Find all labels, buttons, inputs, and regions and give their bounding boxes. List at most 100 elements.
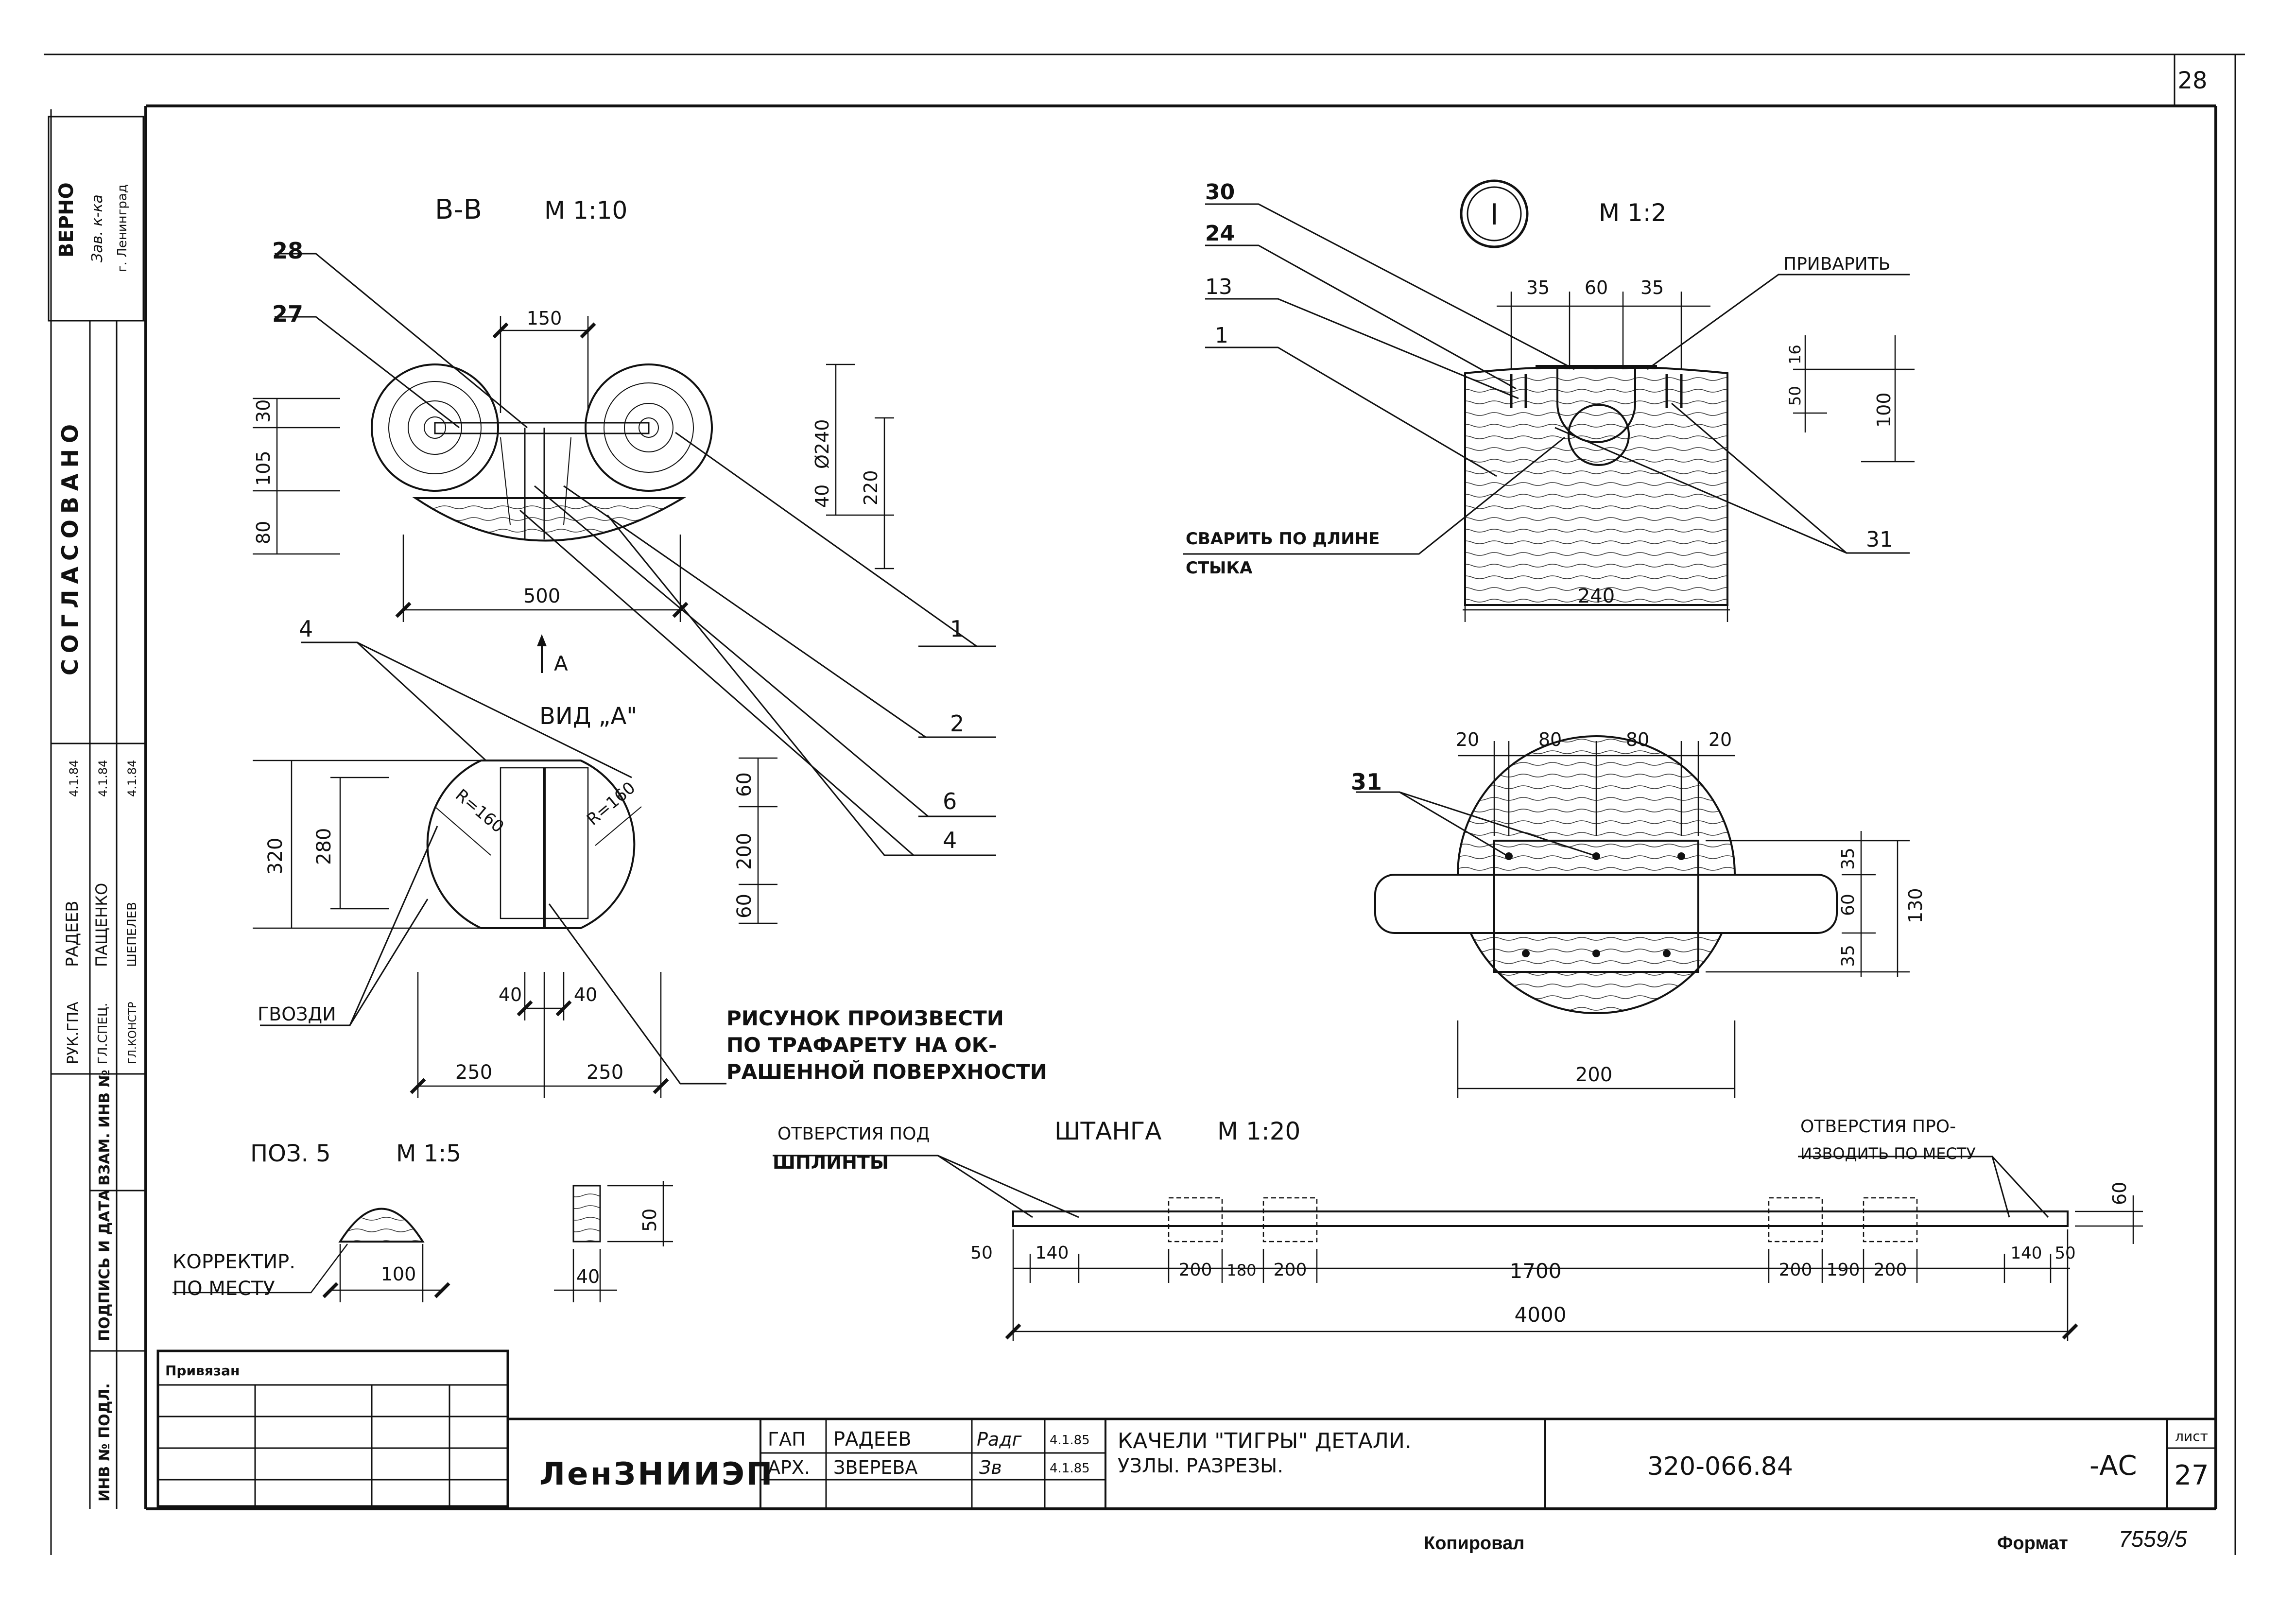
node-dim-240: 240 (1578, 585, 1615, 607)
format-value: 7559/5 (2119, 1526, 2187, 1552)
node-dim-16: 16 (1786, 345, 1804, 364)
shtanga-dim-50a: 50 (970, 1243, 993, 1263)
plan-view-dims (1457, 741, 1910, 1098)
stamp-sign-1: Радг (977, 1429, 1022, 1450)
approval-role-1: РУК.ГПА (65, 1002, 82, 1064)
node-dim-50: 50 (1786, 386, 1804, 406)
pos5-dim-100: 100 (381, 1263, 416, 1285)
section-bb-dims (253, 316, 894, 622)
plan-view-holes (1505, 852, 1685, 957)
shtanga-dim-200b: 200 (1274, 1260, 1307, 1280)
view-a-dim-320: 320 (264, 838, 287, 875)
node-1-leaders (1183, 203, 1910, 555)
frame (44, 53, 2245, 1555)
node-marker-circle (1460, 179, 1529, 248)
view-a-dim-250a: 250 (455, 1061, 492, 1084)
stamp-role-2: АРХ. (768, 1457, 810, 1478)
agreed-label: СОГЛАСОВАНО (57, 418, 83, 675)
approval-name-1: РАДЕЕВ (63, 900, 82, 967)
stamp-date-2: 4.1.85 (1050, 1461, 1090, 1476)
section-bb-title: В-В (435, 194, 482, 225)
callout-28: 28 (272, 238, 303, 264)
sheet-label: лист (2175, 1428, 2208, 1444)
pos5-note-1: КОРРЕКТИР. (173, 1251, 295, 1273)
pos5-scale: М 1:5 (396, 1140, 461, 1167)
shtanga-dim-200d: 200 (1874, 1260, 1907, 1280)
callout-27: 27 (272, 301, 303, 327)
shtanga-dim-140b: 140 (2011, 1244, 2042, 1263)
node-1 (1460, 179, 1728, 606)
node-callout-13: 13 (1205, 275, 1232, 299)
verno-label: ВЕРНО (55, 182, 78, 258)
view-a-dims (253, 757, 777, 1098)
pos5-dims (173, 1181, 673, 1302)
node-callout-30: 30 (1205, 180, 1235, 205)
shtanga-dim-200a: 200 (1179, 1260, 1212, 1280)
page-number: 28 (2177, 67, 2207, 94)
view-a-dim-280: 280 (313, 828, 335, 865)
approval-name-3: ШЕПЕЛЕВ (125, 902, 139, 967)
node-dim-100: 100 (1873, 392, 1895, 428)
shtanga-note-right-1: ОТВЕРСТИЯ ПРО- (1800, 1117, 1956, 1137)
view-a-note-2: ПО ТРАФАРЕТУ НА ОК- (726, 1033, 997, 1057)
node-marker: I (1490, 198, 1499, 232)
nails-label: ГВОЗДИ (258, 1003, 336, 1025)
node-callout-24: 24 (1205, 221, 1235, 246)
pos5-part (338, 1185, 601, 1243)
view-a-radius-1: R=160 (451, 785, 507, 837)
view-a-dim-60a: 60 (733, 772, 756, 797)
view-a-dim-40b: 40 (574, 984, 597, 1005)
shtanga-note-left-1: ОТВЕРСТИЯ ПОД (777, 1124, 930, 1144)
shtanga-dim-1700: 1700 (1510, 1259, 1562, 1283)
bb-dim-30: 30 (253, 399, 274, 423)
section-bb-scale: М 1:10 (544, 196, 627, 225)
bb-dim-150: 150 (527, 308, 562, 329)
section-bb-leaders (275, 253, 996, 856)
callout-1: 1 (950, 616, 964, 642)
plan-dim-130: 130 (1905, 888, 1926, 923)
shtanga-dim-4000: 4000 (1515, 1303, 1567, 1327)
pos5-title: ПОЗ. 5 (250, 1140, 331, 1167)
stamp-date-1: 4.1.85 (1050, 1433, 1090, 1448)
doc-suffix: -АС (2089, 1450, 2137, 1482)
view-a-title: ВИД „А" (539, 703, 637, 730)
doc-code: 320-066.84 (1647, 1452, 1793, 1481)
plan-dim-35b: 35 (1838, 945, 1858, 967)
section-bb (371, 363, 713, 542)
node-1-dims (1463, 292, 1915, 622)
inv-orig-label: ИНВ № ПОДЛ. (96, 1383, 113, 1502)
title-block (156, 1349, 2216, 1509)
shtanga-dim-190: 190 (1827, 1260, 1860, 1280)
node-scale: М 1:2 (1599, 199, 1667, 227)
view-a-note-1: РИСУНОК ПРОИЗВЕСТИ (726, 1006, 1004, 1030)
plan-dim-20b: 20 (1709, 729, 1732, 750)
weld-label: ПРИВАРИТЬ (1783, 254, 1890, 274)
shtanga-dim-180: 180 (1226, 1261, 1256, 1279)
shtanga-dim-50b: 50 (2054, 1244, 2075, 1263)
node-dim-60: 60 (1585, 277, 1608, 298)
view-a-dim-250b: 250 (587, 1061, 623, 1084)
node-callout-1: 1 (1215, 323, 1228, 348)
copied-label: Копировал (1424, 1533, 1525, 1554)
verno-line3: г. Ленинград (115, 184, 130, 272)
view-a-note-3: РАШЕННОЙ ПОВЕРХНОСТИ (726, 1059, 1047, 1084)
plan-dim-20a: 20 (1456, 729, 1479, 750)
plan-view-leaders (1356, 791, 1594, 856)
approval-date-1: 4.1.84 (67, 760, 81, 797)
view-arrow (537, 634, 547, 673)
plan-dim-80a: 80 (1538, 729, 1562, 750)
approval-date-3: 4.1.84 (125, 760, 139, 797)
bb-dim-220: 220 (860, 470, 881, 505)
shtanga-dim-140a: 140 (1036, 1243, 1069, 1263)
stamp-name-2: ЗВЕРЕВА (833, 1457, 917, 1478)
view-a-dim-60b: 60 (733, 894, 756, 918)
callout-6: 6 (943, 788, 957, 814)
bound-label: Привязан (165, 1363, 240, 1379)
pos5-dim-50: 50 (639, 1209, 660, 1232)
shtanga-scale: М 1:20 (1217, 1117, 1300, 1145)
shtanga-dim-200c: 200 (1779, 1260, 1813, 1280)
bb-dim-40: 40 (811, 484, 833, 508)
weld-note-1: СВАРИТЬ ПО ДЛИНЕ (1186, 529, 1380, 549)
plan-dim-80b: 80 (1626, 729, 1649, 750)
